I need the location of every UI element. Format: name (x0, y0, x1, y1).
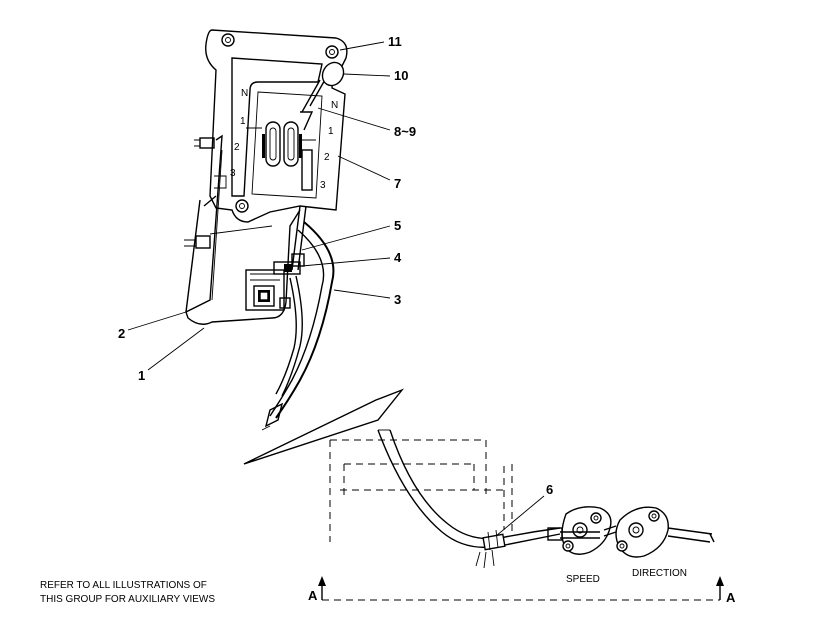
support-plate (184, 134, 301, 325)
note-line-1: REFER TO ALL ILLUSTRATIONS OF (40, 580, 207, 591)
break-line (243, 388, 405, 465)
callout-5: 5 (394, 218, 401, 233)
shift-mark-2-left: 2 (234, 142, 240, 153)
shift-mark-2-right: 2 (324, 152, 330, 163)
lower-cable (377, 429, 561, 569)
callout-4: 4 (394, 250, 402, 265)
shift-gate (246, 121, 316, 191)
shift-mark-n-right: N (331, 100, 338, 111)
lower-frame (329, 439, 513, 542)
callout-1: 1 (138, 368, 145, 383)
cable-clamp (245, 261, 301, 311)
shift-mark-1-left: 1 (240, 116, 246, 127)
control-cables (261, 221, 335, 431)
section-mark-left: A (308, 588, 318, 603)
speed-lever (547, 506, 612, 555)
mounting-bracket (205, 29, 348, 223)
callout-7: 7 (394, 176, 401, 191)
shift-mark-3-right: 3 (320, 180, 326, 191)
callout-2: 2 (118, 326, 125, 341)
control-rod (291, 205, 307, 271)
shift-mark-n-left: N (241, 88, 248, 99)
callout-11: 11 (388, 34, 402, 49)
speed-label: SPEED (566, 574, 600, 585)
callouts: 11 10 8~9 7 5 4 3 2 1 6 (118, 34, 553, 537)
section-line: A A (308, 576, 736, 605)
shift-lever (300, 61, 345, 131)
note-line-2: THIS GROUP FOR AUXILIARY VIEWS (40, 594, 215, 605)
shift-mark-3-left: 3 (230, 168, 236, 179)
direction-lever (603, 506, 715, 558)
callout-10: 10 (394, 68, 408, 83)
callout-6: 6 (546, 482, 553, 497)
callout-3: 3 (394, 292, 401, 307)
section-mark-right: A (726, 590, 736, 605)
direction-label: DIRECTION (632, 568, 687, 579)
shift-position-marks: N 1 2 3 N 1 2 3 (230, 88, 338, 191)
callout-8-9: 8~9 (394, 124, 416, 139)
shift-mark-1-right: 1 (328, 126, 334, 137)
